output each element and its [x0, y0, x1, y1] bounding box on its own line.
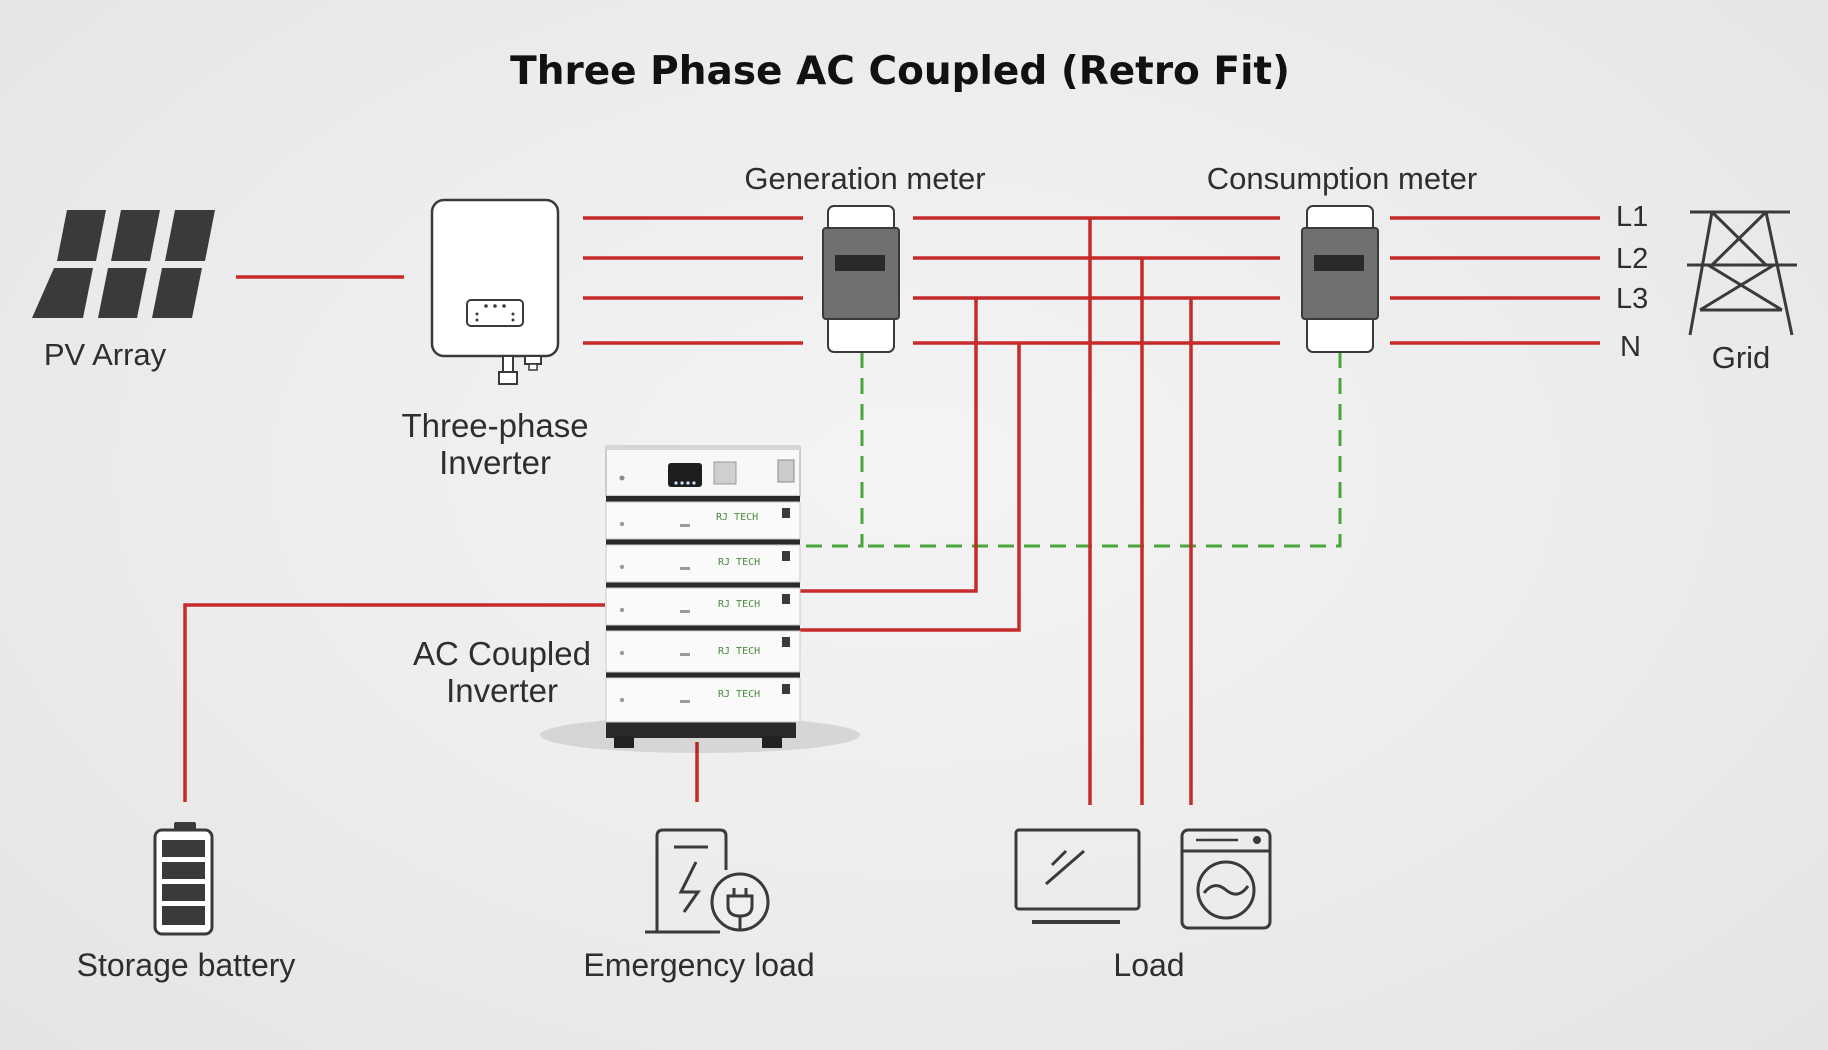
- battery-brand-4: RJ TECH: [718, 646, 760, 657]
- three-phase-inverter: [430, 198, 560, 385]
- phase-label-l2: L2: [1616, 243, 1648, 275]
- ac-wiring: [183, 216, 1600, 805]
- monitor-icon: [1014, 828, 1141, 924]
- consumption-meter-comm-line: [862, 352, 1342, 548]
- three-phase-inverter-label-2: Inverter: [439, 444, 551, 481]
- battery-brand-1: RJ TECH: [716, 512, 758, 523]
- ac-inverter-l3-wire: [798, 298, 978, 593]
- ac-coupled-inverter-label-1: AC Coupled: [413, 635, 591, 672]
- ev-charger-icon: [645, 828, 770, 934]
- generation-meter-comm-line: [798, 352, 864, 548]
- comm-lines: [798, 352, 1342, 548]
- consumption-meter-label: Consumption meter: [1207, 161, 1478, 196]
- emergency-load-label: Emergency load: [583, 947, 814, 983]
- grid-label: Grid: [1712, 340, 1771, 375]
- three-phase-inverter-label-1: Three-phase: [401, 407, 588, 444]
- battery-icon: [153, 822, 214, 936]
- phase-label-l1: L1: [1616, 201, 1648, 233]
- generation-meter-label: Generation meter: [744, 161, 985, 196]
- battery-brand-5: RJ TECH: [718, 689, 760, 700]
- phase-label-n: N: [1620, 331, 1641, 363]
- generation-meter: [822, 205, 900, 353]
- battery-wire: [183, 603, 605, 802]
- washing-machine-icon: [1180, 828, 1272, 930]
- consumption-meter: [1301, 205, 1379, 353]
- ac-inverter-n-wire: [798, 343, 1021, 632]
- phase-label-l3: L3: [1616, 283, 1648, 315]
- solar-panel-icon: [32, 210, 215, 318]
- pv-array-label: PV Array: [44, 337, 167, 372]
- transmission-tower-icon: [1687, 210, 1797, 336]
- battery-brand-2: RJ TECH: [718, 557, 760, 568]
- ac-coupled-inverter-label-2: Inverter: [446, 672, 558, 709]
- ac-coupled-battery-stack: RJ TECH RJ TECH RJ TECH RJ TECH RJ TECH: [540, 445, 860, 753]
- load-label: Load: [1113, 947, 1184, 983]
- diagram-title: Three Phase AC Coupled (Retro Fit): [510, 49, 1290, 94]
- battery-brand-3: RJ TECH: [718, 599, 760, 610]
- storage-battery-label: Storage battery: [77, 947, 296, 983]
